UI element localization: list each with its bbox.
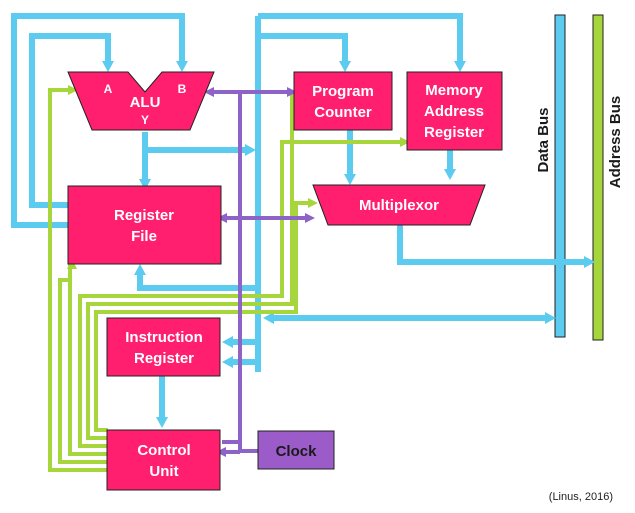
alu-block [67, 71, 215, 131]
instruction-register-line2: Register [134, 350, 194, 367]
address-bus [592, 14, 604, 341]
program-counter-line1: Program [312, 83, 374, 100]
clock-block [257, 430, 335, 470]
data-bus [554, 14, 566, 338]
instruction-register-line1: Instruction [125, 329, 203, 346]
credit-text: (Linus, 2016) [548, 491, 613, 503]
control-unit-line2: Unit [149, 463, 178, 480]
clock-arrowheads [204, 87, 315, 457]
control-unit-block [106, 429, 221, 491]
mar-line3: Register [424, 124, 484, 141]
mar-line2: Address [424, 103, 484, 120]
memory-address-register-block [406, 71, 503, 151]
mar-line1: Memory [425, 82, 483, 99]
register-file-block [67, 185, 222, 265]
instruction-register-block [106, 317, 221, 377]
clock-lines [210, 90, 310, 454]
register-file-line2: File [131, 228, 157, 245]
alu-port-a: A [104, 82, 113, 96]
alu-port-b: B [178, 82, 187, 96]
register-file-line1: Register [114, 207, 174, 224]
program-counter-line2: Counter [314, 104, 372, 121]
control-unit-line1: Control [137, 442, 190, 459]
program-counter-block [293, 71, 393, 131]
multiplexor-block [312, 184, 486, 226]
alu-label: ALU [130, 94, 161, 111]
clock-label: Clock [276, 443, 318, 460]
data-bus-label: Data Bus [535, 107, 552, 172]
control-lines [48, 88, 405, 472]
alu-port-y: Y [141, 113, 149, 127]
address-bus-label: Address Bus [607, 96, 624, 189]
data-arrowheads [102, 61, 595, 428]
multiplexor-label: Multiplexor [359, 197, 439, 214]
